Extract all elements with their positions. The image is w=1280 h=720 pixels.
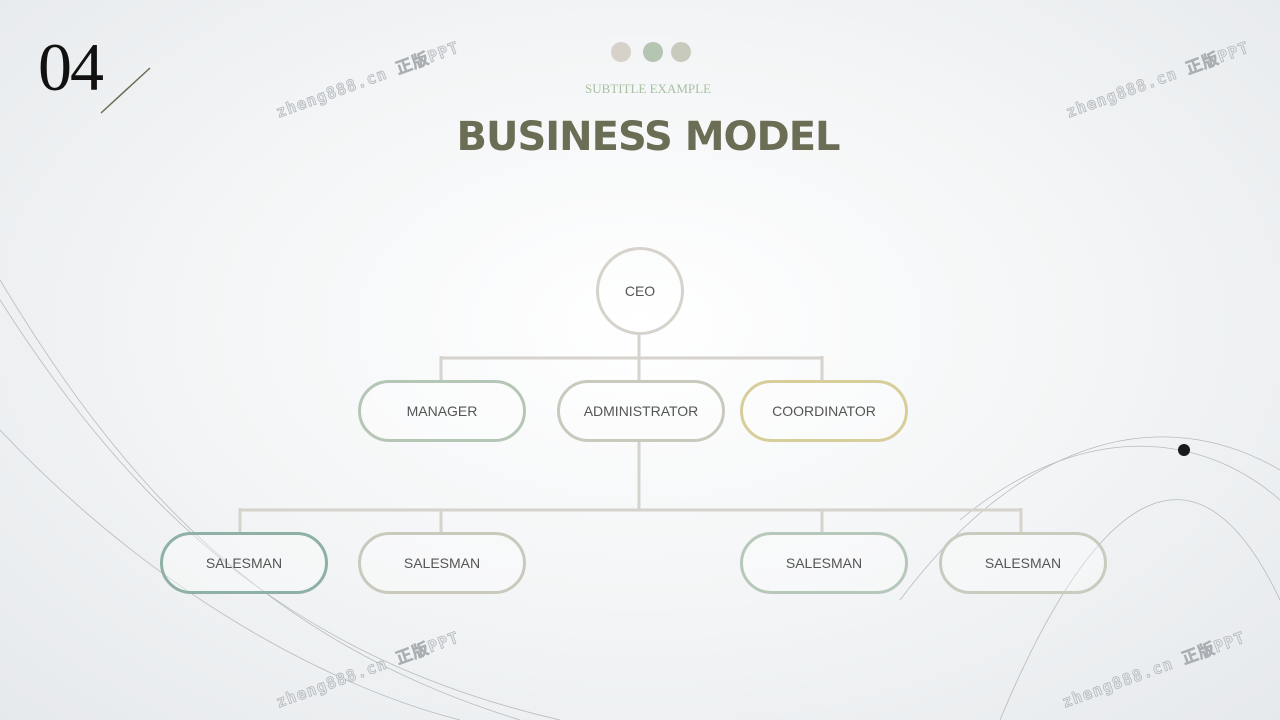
decor-dot xyxy=(1178,444,1190,456)
org-connectors xyxy=(238,332,1023,532)
slide-number: 04 xyxy=(38,29,104,105)
org-node-coordinator: COORDINATOR xyxy=(740,380,908,442)
number-slash xyxy=(100,67,151,114)
subtitle: SUBTITLE EXAMPLE xyxy=(584,81,712,96)
org-node-salesman: SALESMAN xyxy=(160,532,328,594)
org-node-salesman: SALESMAN xyxy=(740,532,908,594)
decor-dot-3 xyxy=(671,42,691,62)
org-node-ceo: CEO xyxy=(596,247,684,335)
org-node-salesman: SALESMAN xyxy=(939,532,1107,594)
org-node-salesman: SALESMAN xyxy=(358,532,526,594)
page-title: BUSINESS MODEL xyxy=(456,114,840,160)
decor-dot-1 xyxy=(611,42,631,62)
decor-dot-2 xyxy=(643,42,663,62)
org-node-manager: MANAGER xyxy=(358,380,526,442)
org-node-administrator: ADMINISTRATOR xyxy=(557,380,725,442)
